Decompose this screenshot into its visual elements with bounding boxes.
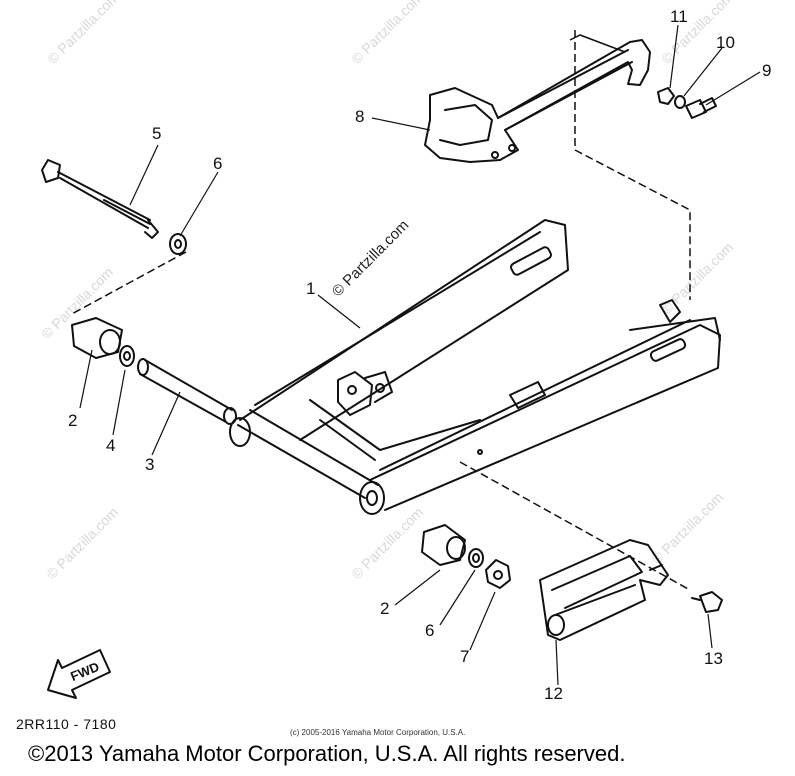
bolt-part-9 <box>685 97 717 119</box>
callout-8: 8 <box>355 107 365 126</box>
leader-line <box>683 47 723 97</box>
assembly-line <box>459 461 691 591</box>
fwd-arrow-icon <box>47 649 111 699</box>
screw-part-13 <box>691 591 723 613</box>
assembly-line <box>574 30 691 300</box>
leader-line <box>371 117 431 131</box>
footer-copyright: ©2013 Yamaha Motor Corporation, U.S.A. A… <box>28 741 626 766</box>
callout-3: 3 <box>145 455 155 474</box>
bushing-part-2-right <box>421 524 466 566</box>
washer-part-10 <box>674 95 686 109</box>
collar-part-3 <box>137 358 237 425</box>
chain-slider-part-12 <box>539 539 669 641</box>
callout-6: 6 <box>213 154 223 173</box>
leader-line <box>79 349 93 409</box>
callout-5: 5 <box>152 124 162 143</box>
callout-2: 2 <box>68 411 78 430</box>
callout-9: 9 <box>762 61 772 80</box>
nut-part-7 <box>485 559 511 589</box>
leader-line <box>669 24 679 89</box>
assembly-line <box>569 34 626 53</box>
leader-line <box>394 569 441 606</box>
callout-6: 6 <box>425 621 435 640</box>
pivot-shaft-part-5 <box>41 159 159 239</box>
leader-line <box>151 391 181 456</box>
leader-line <box>129 144 159 206</box>
leader-line <box>707 613 713 649</box>
bushing-part-2-left <box>71 317 123 359</box>
leader-line <box>112 369 126 436</box>
small-copyright: (c) 2005-2016 Yamaha Motor Corporation, … <box>290 728 466 737</box>
callout-11: 11 <box>670 7 688 26</box>
chain-guard-part-8 <box>424 39 651 163</box>
washer-part-6-upper <box>169 233 187 255</box>
leader-line <box>555 639 559 686</box>
washer-part-4 <box>119 345 135 367</box>
drawing-code: 2RR110 - 7180 <box>16 716 117 732</box>
callout-4: 4 <box>106 436 116 455</box>
nut-part-11 <box>657 87 675 105</box>
leader-line <box>705 71 761 106</box>
leader-line <box>179 171 219 237</box>
leader-line <box>469 591 496 651</box>
swingarm-part-1 <box>229 219 721 515</box>
callout-10: 10 <box>716 33 735 52</box>
leader-line <box>439 569 476 626</box>
leader-line <box>317 294 361 329</box>
callout-7: 7 <box>460 647 470 666</box>
callout-13: 13 <box>704 649 723 668</box>
assembly-line <box>69 251 187 316</box>
callout-2: 2 <box>380 599 390 618</box>
callout-12: 12 <box>544 684 563 703</box>
callout-1: 1 <box>306 279 316 298</box>
washer-part-6-lower <box>468 548 484 568</box>
